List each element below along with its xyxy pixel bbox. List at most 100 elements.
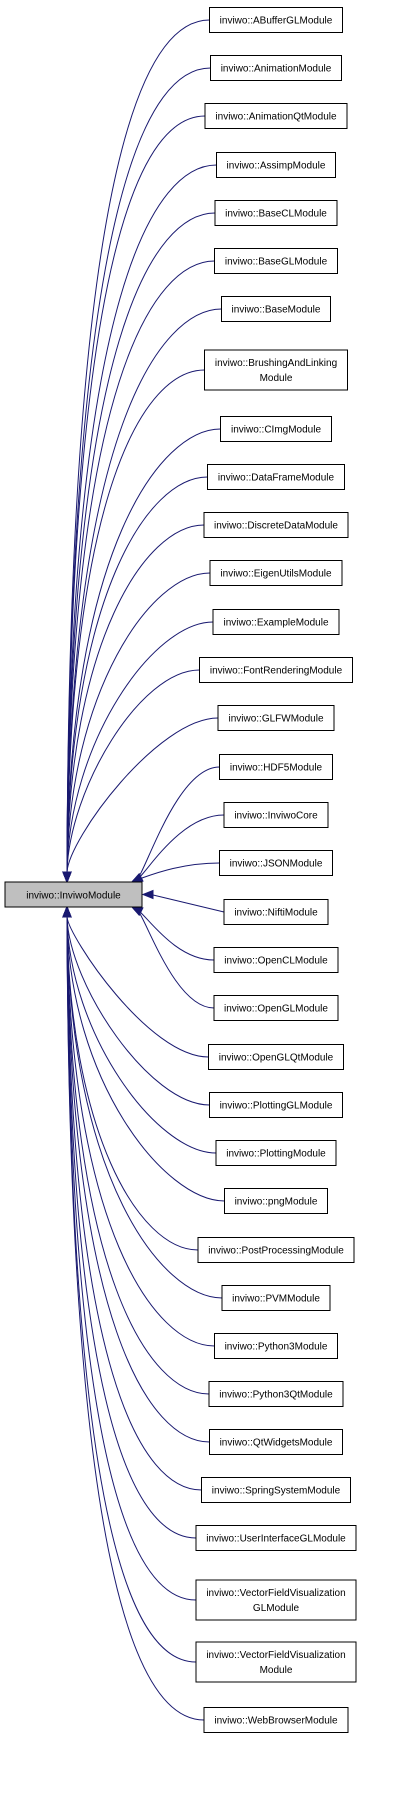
- inheritance-arrowhead: [141, 889, 154, 900]
- inheritance-edge: [66, 916, 210, 1443]
- inheritance-edge: [66, 572, 211, 873]
- derived-class-label: inviwo::BaseModule: [232, 305, 321, 316]
- inheritance-edge: [66, 308, 222, 873]
- derived-class-label: inviwo::SpringSystemModule: [212, 1486, 341, 1497]
- derived-class-label: inviwo::ExampleModule: [223, 618, 328, 629]
- derived-class-node[interactable]: inviwo::InviwoCore: [223, 802, 329, 828]
- base-class-node[interactable]: inviwo::InviwoModule: [4, 881, 143, 908]
- inheritance-edge: [66, 621, 214, 873]
- derived-class-node[interactable]: inviwo::WebBrowserModule: [203, 1707, 349, 1733]
- derived-class-node[interactable]: inviwo::AnimationModule: [210, 55, 342, 81]
- derived-class-label: Module: [260, 373, 293, 384]
- derived-class-label: GLModule: [253, 1603, 300, 1614]
- derived-class-node[interactable]: inviwo::BaseModule: [221, 296, 331, 322]
- derived-class-node[interactable]: inviwo::AssimpModule: [216, 152, 336, 178]
- derived-class-node[interactable]: inviwo::ExampleModule: [212, 609, 340, 635]
- derived-class-label: inviwo::OpenCLModule: [224, 956, 328, 967]
- inheritance-edge: [66, 19, 210, 873]
- derived-class-label: inviwo::GLFWModule: [228, 714, 323, 725]
- derived-class-node[interactable]: inviwo::BaseGLModule: [214, 248, 338, 274]
- derived-class-node[interactable]: inviwo::NiftiModule: [223, 899, 329, 925]
- derived-class-node[interactable]: inviwo::UserInterfaceGLModule: [195, 1525, 357, 1551]
- derived-class-node[interactable]: inviwo::Python3QtModule: [208, 1381, 344, 1407]
- derived-class-node[interactable]: inviwo::OpenGLModule: [213, 995, 339, 1021]
- derived-class-label: inviwo::NiftiModule: [234, 908, 318, 919]
- derived-class-node[interactable]: inviwo::DiscreteDataModule: [203, 512, 349, 538]
- derived-class-node[interactable]: inviwo::OpenGLQtModule: [208, 1044, 344, 1070]
- inheritance-edge: [150, 894, 225, 913]
- inheritance-edge: [66, 212, 216, 873]
- derived-class-label: inviwo::AnimationModule: [221, 64, 332, 75]
- derived-class-node[interactable]: inviwo::ABufferGLModule: [209, 7, 343, 33]
- derived-class-label: inviwo::AssimpModule: [227, 161, 326, 172]
- derived-class-node[interactable]: inviwo::PlottingModule: [215, 1140, 337, 1166]
- derived-class-node[interactable]: inviwo::EigenUtilsModule: [209, 560, 343, 586]
- derived-class-label: inviwo::pngModule: [235, 1197, 318, 1208]
- derived-class-label: inviwo::EigenUtilsModule: [220, 569, 332, 580]
- derived-class-label: inviwo::ABufferGLModule: [220, 16, 333, 27]
- inheritance-edge: [66, 916, 210, 1395]
- derived-class-label: inviwo::JSONModule: [230, 859, 323, 870]
- inheritance-arrowhead: [62, 905, 72, 918]
- derived-class-label: inviwo::CImgModule: [231, 425, 321, 436]
- derived-class-label: inviwo::DataFrameModule: [218, 473, 335, 484]
- derived-class-label: inviwo::AnimationQtModule: [215, 112, 337, 123]
- derived-class-label: inviwo::FontRenderingModule: [210, 666, 343, 677]
- inheritance-arrowhead: [130, 906, 144, 916]
- derived-class-node[interactable]: inviwo::GLFWModule: [217, 705, 335, 731]
- inheritance-edge: [66, 369, 205, 873]
- derived-class-node[interactable]: inviwo::PlottingGLModule: [209, 1092, 343, 1118]
- derived-class-label: inviwo::BaseCLModule: [225, 209, 327, 220]
- derived-class-label: inviwo::InviwoCore: [234, 811, 318, 822]
- derived-class-label: Module: [260, 1665, 293, 1676]
- inheritance-edge: [66, 717, 219, 873]
- inheritance-edge: [66, 164, 217, 873]
- inheritance-edge: [66, 916, 215, 1347]
- inheritance-edge: [135, 908, 215, 961]
- derived-class-node[interactable]: inviwo::BaseCLModule: [214, 200, 338, 226]
- inheritance-edge: [66, 428, 221, 873]
- derived-class-node[interactable]: inviwo::QtWidgetsModule: [209, 1429, 343, 1455]
- inheritance-edges: [62, 19, 225, 1721]
- derived-class-label: inviwo::Python3QtModule: [219, 1390, 333, 1401]
- derived-class-node[interactable]: inviwo::PVMModule: [221, 1285, 331, 1311]
- inheritance-edge: [66, 476, 208, 873]
- inheritance-edge: [135, 814, 225, 881]
- derived-class-node[interactable]: inviwo::pngModule: [224, 1188, 328, 1214]
- derived-class-node[interactable]: inviwo::SpringSystemModule: [201, 1477, 351, 1503]
- inheritance-edge: [66, 669, 200, 873]
- derived-class-node[interactable]: inviwo::JSONModule: [219, 850, 333, 876]
- derived-class-label: inviwo::VectorFieldVisualization: [206, 1650, 345, 1661]
- inheritance-edge: [66, 916, 225, 1202]
- derived-class-label: inviwo::UserInterfaceGLModule: [206, 1534, 346, 1545]
- derived-class-node[interactable]: inviwo::HDF5Module: [219, 754, 333, 780]
- derived-class-node[interactable]: inviwo::OpenCLModule: [213, 947, 339, 973]
- inheritance-edge: [66, 916, 205, 1721]
- inheritance-edge: [66, 916, 210, 1106]
- inheritance-edge: [66, 916, 223, 1299]
- derived-class-node[interactable]: inviwo::AnimationQtModule: [204, 103, 348, 129]
- derived-class-node[interactable]: inviwo::DataFrameModule: [207, 464, 345, 490]
- derived-class-label: inviwo::BaseGLModule: [225, 257, 328, 268]
- derived-class-node[interactable]: inviwo::CImgModule: [220, 416, 332, 442]
- derived-class-label: inviwo::VectorFieldVisualization: [206, 1588, 345, 1599]
- derived-class-node[interactable]: inviwo::FontRenderingModule: [199, 657, 353, 683]
- derived-class-label: inviwo::OpenGLModule: [224, 1004, 328, 1015]
- derived-class-node[interactable]: inviwo::PostProcessingModule: [197, 1237, 355, 1263]
- derived-class-label: inviwo::HDF5Module: [230, 763, 323, 774]
- derived-class-label: inviwo::PlottingModule: [226, 1149, 326, 1160]
- inheritance-edge: [66, 916, 209, 1058]
- inheritance-edge: [66, 67, 211, 873]
- inheritance-edge: [66, 916, 197, 1601]
- inheritance-arrowhead: [62, 871, 72, 884]
- derived-class-label: inviwo::Python3Module: [225, 1342, 328, 1353]
- derived-class-node[interactable]: inviwo::Python3Module: [214, 1333, 338, 1359]
- derived-class-label: inviwo::PlottingGLModule: [220, 1101, 333, 1112]
- inheritance-edge: [66, 916, 217, 1154]
- inheritance-edge: [66, 115, 206, 873]
- base-class-label: inviwo::InviwoModule: [26, 891, 121, 902]
- derived-class-label: inviwo::DiscreteDataModule: [214, 521, 338, 532]
